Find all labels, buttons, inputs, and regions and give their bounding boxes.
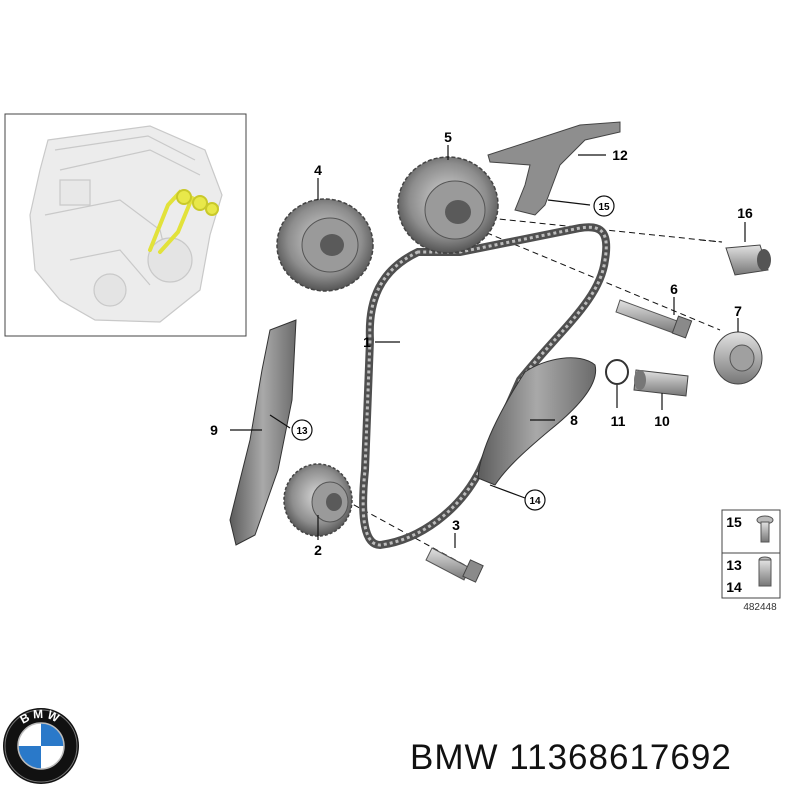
label-part-11: 11 — [611, 413, 626, 429]
circle-label-15: 15 — [593, 195, 615, 217]
seal-ring-11 — [605, 359, 629, 385]
label-part-12: 12 — [612, 147, 628, 163]
leader-lines — [230, 145, 746, 548]
engine-inset — [4, 113, 247, 337]
actuator-7 — [713, 331, 763, 385]
bolt-6 — [615, 299, 693, 339]
bracket-12 — [487, 121, 621, 216]
svg-text:13: 13 — [296, 426, 308, 437]
label-part-2: 2 — [314, 542, 322, 558]
label-part-7: 7 — [734, 303, 742, 319]
tensioning-rail-9 — [229, 319, 297, 546]
label-part-16: 16 — [737, 205, 753, 221]
bmw-logo: BMW — [3, 707, 79, 784]
fastener-legend: 15 13 14 482448 — [721, 509, 781, 613]
label-part-4: 4 — [314, 162, 322, 178]
legend-label-15: 15 — [726, 514, 742, 530]
label-part-5: 5 — [444, 129, 452, 145]
svg-text:14: 14 — [529, 496, 541, 507]
label-part-9: 9 — [210, 422, 218, 438]
camshaft-sprocket-4 — [276, 198, 374, 292]
solenoid-16 — [725, 244, 771, 276]
engine-block-illustration — [29, 125, 223, 323]
pin-icon — [758, 556, 772, 587]
crankshaft-sprocket-2 — [283, 463, 353, 537]
label-part-8: 8 — [570, 412, 578, 428]
svg-text:15: 15 — [598, 202, 610, 213]
chain-tensioner-10 — [633, 369, 689, 397]
legend-label-14: 14 — [726, 579, 742, 595]
circle-label-14: 14 — [524, 489, 546, 511]
circle-label-13: 13 — [291, 419, 313, 441]
timing-chain — [359, 223, 611, 550]
legend-label-13: 13 — [726, 557, 742, 573]
part-labels: 4 5 12 16 6 7 1 9 8 11 10 2 3 — [210, 129, 753, 558]
part-number-title: BMW 11368617692 — [410, 738, 732, 777]
circled-labels: 15 13 14 — [291, 195, 615, 511]
svg-text:BMW: BMW — [18, 707, 65, 727]
screw-icon — [756, 515, 774, 543]
highlighted-timing-chain — [148, 189, 219, 254]
label-part-6: 6 — [670, 281, 678, 297]
label-part-3: 3 — [452, 517, 460, 533]
label-part-10: 10 — [654, 413, 670, 429]
bolt-3 — [425, 547, 484, 583]
diagram-reference-number: 482448 — [743, 602, 777, 613]
guide-rail-8 — [477, 357, 597, 486]
camshaft-sprocket-5 — [397, 156, 499, 254]
label-part-1: 1 — [363, 334, 371, 350]
